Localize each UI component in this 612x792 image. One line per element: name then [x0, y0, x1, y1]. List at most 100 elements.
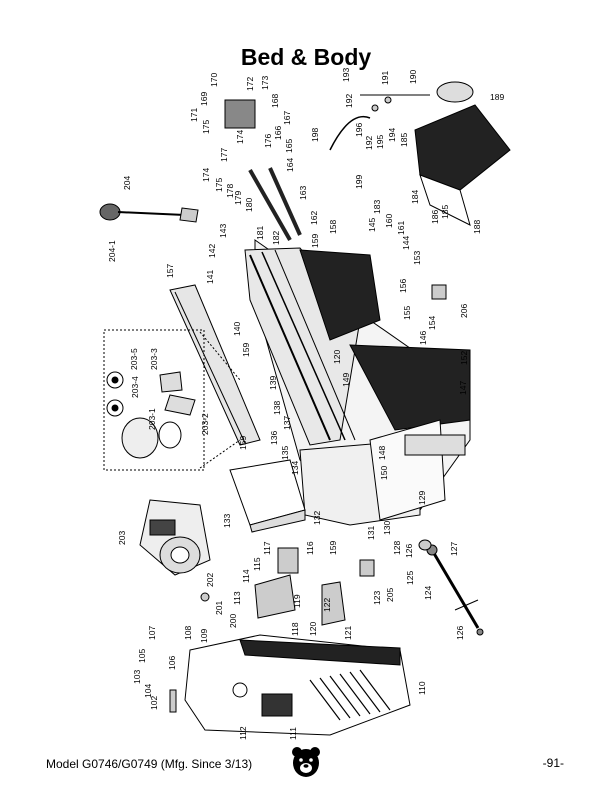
- part-label: 118: [290, 622, 300, 636]
- part-label: 138: [272, 401, 282, 415]
- part-label: 184: [410, 190, 420, 204]
- part-label: 203-2: [200, 413, 210, 435]
- part-label: 120: [332, 350, 342, 364]
- part-label: 159: [328, 541, 338, 555]
- part-label: 188: [472, 220, 482, 234]
- part-label: 160: [384, 214, 394, 228]
- part-label: 120: [308, 622, 318, 636]
- part-label: 170: [209, 73, 219, 87]
- part-label: 182: [271, 231, 281, 245]
- part-label: 189: [490, 92, 504, 102]
- part-label: 204: [122, 176, 132, 190]
- part-label: 177: [219, 148, 229, 162]
- part-label: 145: [367, 218, 377, 232]
- page-number: -91-: [542, 756, 564, 770]
- part-label: 131: [366, 526, 376, 540]
- part-label: 164: [285, 158, 295, 172]
- part-label: 174: [201, 168, 211, 182]
- part-label: 165: [284, 139, 294, 153]
- part-label: 142: [207, 244, 217, 258]
- part-label: 159: [310, 234, 320, 248]
- part-label: 126: [455, 626, 465, 640]
- part-label: 203-1: [147, 408, 157, 430]
- model-caption: Model G0746/G0749 (Mfg. Since 3/13): [46, 757, 253, 771]
- part-label: 104: [143, 684, 153, 698]
- misc-parts-drawing: [169, 96, 447, 713]
- part-label: 132: [312, 511, 322, 525]
- part-label: 192: [364, 136, 374, 150]
- part-label: 111: [288, 727, 298, 740]
- part-label: 166: [273, 126, 283, 140]
- chip-guard-drawing: [169, 284, 261, 446]
- part-label: 119: [292, 594, 302, 608]
- part-label: 175: [201, 120, 211, 134]
- part-label: 116: [305, 541, 315, 555]
- part-label: 195: [375, 135, 385, 149]
- motor-drawing: [139, 499, 211, 576]
- part-label: 186: [430, 210, 440, 224]
- part-label: 127: [449, 542, 459, 556]
- part-label: 185: [440, 205, 450, 219]
- part-label: 149: [341, 373, 351, 387]
- part-label: 123: [372, 591, 382, 605]
- part-label: 134: [290, 461, 300, 475]
- part-label: 144: [401, 236, 411, 250]
- part-label: 162: [309, 211, 319, 225]
- part-label: 203-3: [149, 348, 159, 370]
- part-label: 125: [405, 571, 415, 585]
- electrical-box-drawing: [229, 459, 306, 533]
- part-label: 179: [233, 191, 243, 205]
- part-label: 204-1: [107, 240, 117, 262]
- part-label: 122: [322, 598, 332, 612]
- bear-logo-icon: [292, 747, 320, 777]
- part-label: 183: [372, 200, 382, 214]
- part-label: 159: [241, 343, 251, 357]
- part-label: 114: [241, 569, 251, 583]
- part-label: 159: [238, 436, 248, 450]
- part-label: 201: [214, 601, 224, 615]
- part-label: 200: [228, 614, 238, 628]
- part-label: 173: [260, 76, 270, 90]
- part-label: 137: [282, 416, 292, 430]
- pulley-detail-box: [103, 329, 205, 471]
- part-label: 206: [459, 304, 469, 318]
- part-label: 203-5: [129, 348, 139, 370]
- part-label: 199: [354, 175, 364, 189]
- part-label: 203: [117, 531, 127, 545]
- part-label: 205: [385, 588, 395, 602]
- part-label: 152: [459, 351, 469, 365]
- part-label: 128: [392, 541, 402, 555]
- part-label: 157: [165, 264, 175, 278]
- part-label: 121: [343, 626, 353, 640]
- part-label: 133: [222, 514, 232, 528]
- page-title: Bed & Body: [240, 44, 372, 70]
- part-label: 109: [199, 629, 209, 643]
- part-label: 124: [423, 586, 433, 600]
- handle-assembly-drawing: [99, 203, 199, 223]
- part-label: 110: [417, 681, 427, 695]
- part-label: 106: [167, 656, 177, 670]
- part-label: 175: [214, 178, 224, 192]
- part-labels: 102 103 104 105 106 107 108 109 110 111 …: [107, 68, 504, 740]
- part-label: 102: [149, 696, 159, 710]
- part-label: 156: [398, 279, 408, 293]
- part-label: 174: [235, 130, 245, 144]
- part-label: 163: [298, 186, 308, 200]
- part-label: 135: [280, 446, 290, 460]
- part-label: 103: [132, 670, 142, 684]
- part-label: 190: [408, 70, 418, 84]
- part-label: 202: [205, 573, 215, 587]
- part-label: 181: [255, 226, 265, 240]
- part-label: 108: [183, 626, 193, 640]
- part-label: 140: [232, 322, 242, 336]
- part-label: 169: [199, 92, 209, 106]
- part-label: 172: [245, 77, 255, 91]
- part-label: 107: [147, 626, 157, 640]
- part-label: 192: [344, 94, 354, 108]
- part-label: 203-4: [130, 376, 140, 398]
- part-label: 153: [412, 251, 422, 265]
- part-label: 146: [418, 331, 428, 345]
- part-label: 141: [205, 270, 215, 284]
- part-label: 143: [218, 224, 228, 238]
